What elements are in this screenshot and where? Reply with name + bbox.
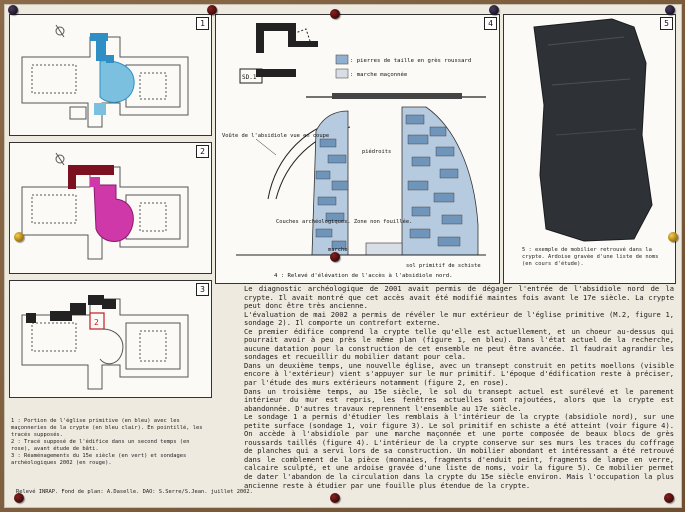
jambs-label: piédroits xyxy=(362,148,391,155)
photo-panel-5: 5 5 : exemple de mobilier retrouvé dans … xyxy=(503,14,676,284)
panel-number: 1 xyxy=(196,17,209,30)
legend-item-step: : marche maçonnée xyxy=(350,71,408,78)
layers-label: Couches archéologiques. Zone non fouillé… xyxy=(276,218,412,225)
plan-panel-2: 2 xyxy=(9,142,212,274)
pin xyxy=(207,5,217,15)
elevation-panel-4: 4 SD.1 : pierres de taille en grès rouss… xyxy=(215,14,500,284)
body-text: Le diagnostic archéologique de 2001 avai… xyxy=(244,284,674,490)
plan-panel-3: 3 2 xyxy=(9,280,212,398)
credit-line: Relevé INRAP. Fond de plan: A.Daselle. D… xyxy=(16,489,253,495)
pin xyxy=(330,252,340,262)
paragraph: L'évaluation de mai 2002 a permis de rév… xyxy=(244,309,674,328)
caption-item: 2 : Tracé supposé de l'édifice dans un s… xyxy=(11,439,190,452)
sondage-label: 2 xyxy=(94,318,99,327)
vault-label: Voûte de l'absidiole vue en coupe xyxy=(222,132,329,139)
panel-5-caption: 5 : exemple de mobilier retrouvé dans la… xyxy=(522,247,659,267)
pin xyxy=(14,232,24,242)
church-plan-3: 2 xyxy=(21,295,189,390)
paragraph: Le sondage 1 a permis d'étudier les remb… xyxy=(244,412,674,490)
paragraph: Dans un deuxième temps, une nouvelle égl… xyxy=(244,360,674,388)
pin xyxy=(489,5,499,15)
panel-number: 5 xyxy=(660,17,673,30)
panel-number: 4 xyxy=(484,17,497,30)
right-jamb xyxy=(401,106,479,256)
left-jamb xyxy=(311,110,349,256)
caption-item: 1 : Portion de l'église primitive (en bl… xyxy=(11,418,203,438)
panel-number: 3 xyxy=(196,283,209,296)
panel-4-caption: 4 : Relevé d'élévation de l'accès à l'ab… xyxy=(274,272,453,279)
paragraph: Ce premier édifice comprend la crypte te… xyxy=(244,326,674,362)
plan-panel-1: 1 xyxy=(9,14,212,136)
pin xyxy=(14,493,24,503)
sd-label: SD.1 xyxy=(242,74,257,81)
paragraph: Le diagnostic archéologique de 2001 avai… xyxy=(244,284,674,311)
legend-item-ashlar: : pierres de taille en grès roussard xyxy=(350,57,471,64)
church-plan-2 xyxy=(21,152,189,260)
panel-number: 2 xyxy=(196,145,209,158)
slate-photo xyxy=(533,18,653,242)
paragraph: Dans un troisième temps, au 15e siècle, … xyxy=(244,386,674,413)
pin xyxy=(664,493,674,503)
information-sheet: 1 2 xyxy=(4,4,682,508)
pin xyxy=(330,493,340,503)
plans-caption: 1 : Portion de l'église primitive (en bl… xyxy=(11,418,211,467)
step-label: marche xyxy=(328,247,347,253)
pin xyxy=(665,5,675,15)
pin xyxy=(330,9,340,19)
pin xyxy=(668,232,678,242)
church-plan-1 xyxy=(21,24,189,128)
floor-label: sol primitif de schiste xyxy=(406,263,481,269)
caption-item: 3 : Réaménagements du 15e siècle (en ver… xyxy=(11,453,187,466)
elevation-drawing: SD.1 : pierres de taille en grès roussar… xyxy=(222,23,486,279)
pin xyxy=(8,5,18,15)
